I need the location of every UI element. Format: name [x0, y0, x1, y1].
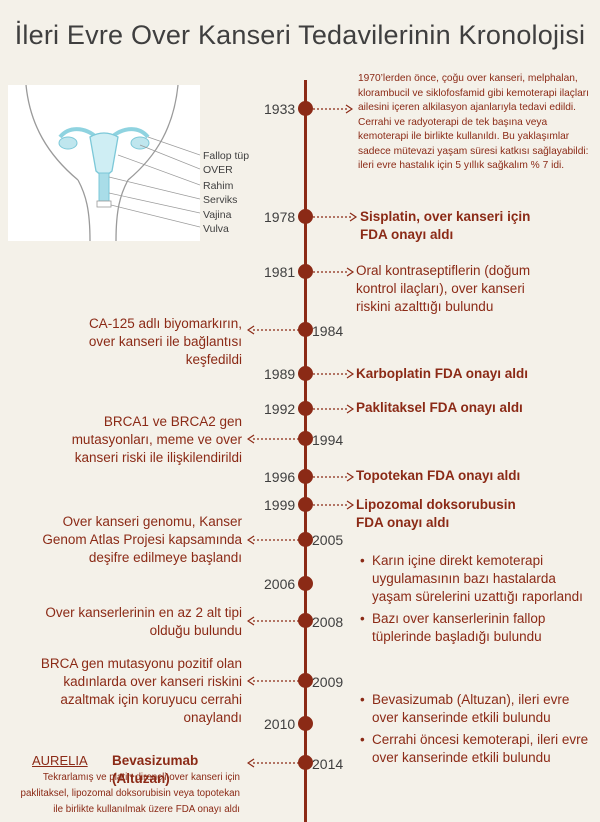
event-2010-item: Bevasizumab (Altuzan), ileri evre over k…: [358, 691, 598, 727]
aurelia-label: AURELIA: [32, 753, 88, 768]
arrow-right: [313, 404, 355, 414]
event-1992-text: Paklitaksel FDA onayı aldı: [356, 400, 523, 415]
event-2006-list: Karın içine direkt kemoterapi uygulaması…: [358, 552, 598, 646]
event-2010-item: Cerrahi öncesi kemoterapi, ileri evre ov…: [358, 731, 598, 767]
label-over: OVER: [203, 164, 233, 176]
event-1978-text: Sisplatin, over kanseri için FDA onayı a…: [360, 209, 531, 242]
timeline-dot: [298, 401, 313, 416]
timeline-dot: [298, 431, 313, 446]
timeline-dot: [298, 532, 313, 547]
arrow-right: [313, 472, 355, 482]
year-1994: 1994: [312, 432, 344, 448]
label-vulva: Vulva: [203, 223, 229, 235]
arrow-right: [313, 267, 355, 277]
year-2008: 2008: [312, 614, 344, 630]
arrow-right: [313, 500, 355, 510]
event-1999-text: Lipozomal doksorubusin FDA onayı aldı: [356, 497, 516, 530]
year-1996: 1996: [264, 469, 296, 485]
year-1978: 1978: [264, 209, 296, 225]
year-1992: 1992: [264, 401, 296, 417]
year-1989: 1989: [264, 366, 296, 382]
year-1933: 1933: [264, 101, 296, 117]
timeline-dot: [298, 469, 313, 484]
year-1984: 1984: [312, 323, 344, 339]
event-2006-item: Karın içine direkt kemoterapi uygulaması…: [358, 552, 598, 606]
label-vajina: Vajina: [203, 209, 232, 221]
event-2009-text: BRCA gen mutasyonu pozitif olan kadınlar…: [40, 656, 242, 725]
event-2006-item: Bazı over kanserlerinin fallop tüplerind…: [358, 610, 598, 646]
arrow-left: [247, 535, 299, 545]
label-serviks: Serviks: [203, 194, 238, 206]
arrow-left: [247, 676, 299, 686]
event-1933-text: 1970’lerden önce, çoğu over kanseri, mel…: [358, 73, 590, 171]
year-1981: 1981: [264, 264, 296, 280]
event-2014-subtext: Tekrarlamış ve platin dirençli over kans…: [20, 772, 240, 815]
event-1996-text: Topotekan FDA onayı aldı: [356, 468, 521, 483]
arrow-right: [313, 212, 358, 222]
page-title: İleri Evre Over Kanseri Tedavilerinin Kr…: [14, 20, 586, 50]
arrow-right: [313, 104, 353, 114]
timeline-dot: [298, 716, 313, 731]
event-2005-text: Over kanseri genomu, Kanser Genom Atlas …: [42, 514, 242, 565]
label-rahim: Rahim: [203, 180, 234, 192]
arrow-right: [313, 369, 355, 379]
anatomy-illustration: [8, 84, 201, 242]
timeline-dot: [298, 366, 313, 381]
timeline-dot: [298, 264, 313, 279]
event-2010-list: Bevasizumab (Altuzan), ileri evre over k…: [358, 691, 598, 767]
timeline-dot: [298, 209, 313, 224]
arrow-left: [247, 434, 299, 444]
label-fallop: Fallop tüp: [203, 150, 250, 162]
timeline-dot: [298, 613, 313, 628]
year-2009: 2009: [312, 674, 344, 690]
arrow-left: [247, 758, 299, 768]
event-1989-text: Karboplatin FDA onayı aldı: [356, 366, 529, 381]
event-1984-text: CA-125 adlı biyomarkırın, over kanseri i…: [88, 316, 242, 367]
timeline-dot: [298, 755, 313, 770]
timeline-dot: [298, 322, 313, 337]
event-2014-title: Bevasizumab (Altuzan): [112, 753, 199, 786]
year-2014: 2014: [312, 756, 344, 772]
year-2006: 2006: [264, 576, 296, 592]
year-2010: 2010: [264, 716, 296, 732]
arrow-left: [247, 616, 299, 626]
event-1994-text: BRCA1 ve BRCA2 gen mutasyonları, meme ve…: [71, 414, 242, 465]
year-1999: 1999: [264, 497, 296, 513]
timeline-dot: [298, 497, 313, 512]
year-2005: 2005: [312, 532, 344, 548]
timeline-dot: [298, 576, 313, 591]
event-1981-text: Oral kontraseptiflerin (doğum kontrol il…: [356, 263, 531, 314]
timeline-dot: [298, 101, 313, 116]
arrow-left: [247, 325, 299, 335]
timeline-axis: [304, 80, 307, 822]
timeline-dot: [298, 673, 313, 688]
event-2008-text: Over kanserlerinin en az 2 alt tipi oldu…: [45, 605, 242, 638]
